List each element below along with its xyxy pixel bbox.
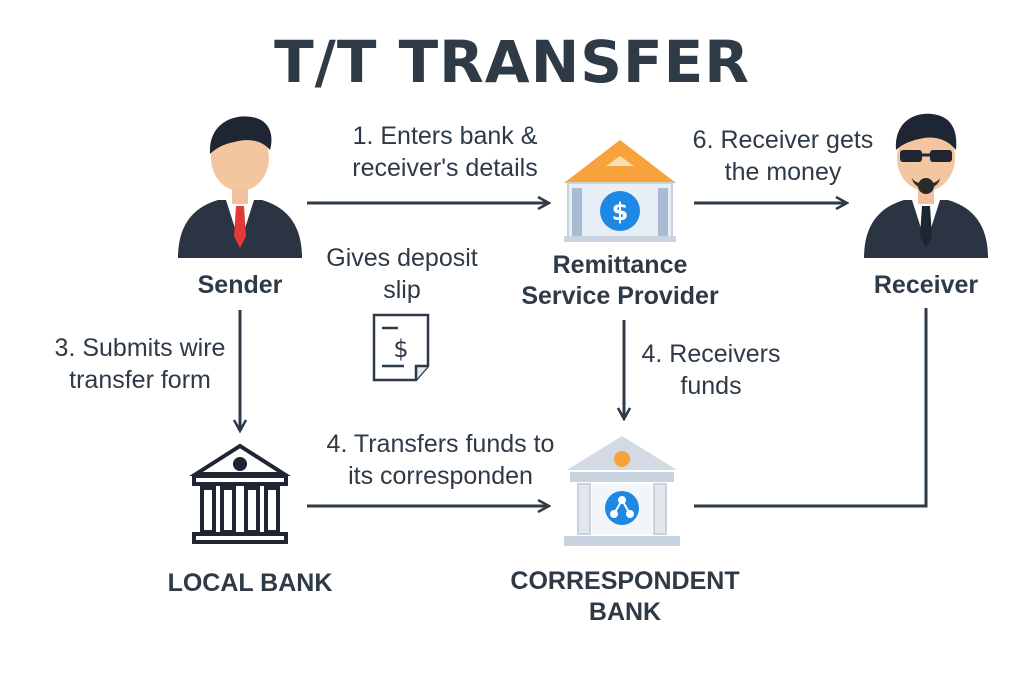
step1-label: 1. Enters bank & receiver's details: [352, 122, 538, 182]
step4-transfers-label: 4. Transfers funds to its corresponden: [326, 430, 555, 490]
svg-text:$: $: [612, 198, 629, 226]
dollar-icon: $: [600, 191, 640, 231]
correspondent-bank-label: CORRESPONDENT BANK: [510, 567, 740, 626]
correspondent-bank-icon: [564, 436, 680, 546]
svg-text:$: $: [393, 335, 408, 363]
step3-label: 3. Submits wire transfer form: [54, 334, 226, 394]
local-bank-icon: [189, 443, 291, 544]
step4-receives-label: 4. Receivers funds: [641, 340, 781, 400]
gives-deposit-slip-label: Gives deposit slip: [326, 244, 478, 304]
receiver-label: Receiver: [873, 271, 979, 299]
rsp-label: Remittance Service Provider: [521, 251, 719, 310]
receiver-person-icon: [864, 113, 988, 258]
deposit-slip-icon: $: [372, 313, 430, 382]
sender-label: Sender: [197, 271, 283, 299]
line-correspondent-to-receiver: [694, 308, 928, 508]
sender-person-icon: [178, 116, 302, 258]
step6-label: 6. Receiver gets the money: [692, 126, 874, 186]
diagram-title: T/T TRANSFER: [274, 28, 750, 96]
local-bank-label: LOCAL BANK: [167, 569, 333, 597]
